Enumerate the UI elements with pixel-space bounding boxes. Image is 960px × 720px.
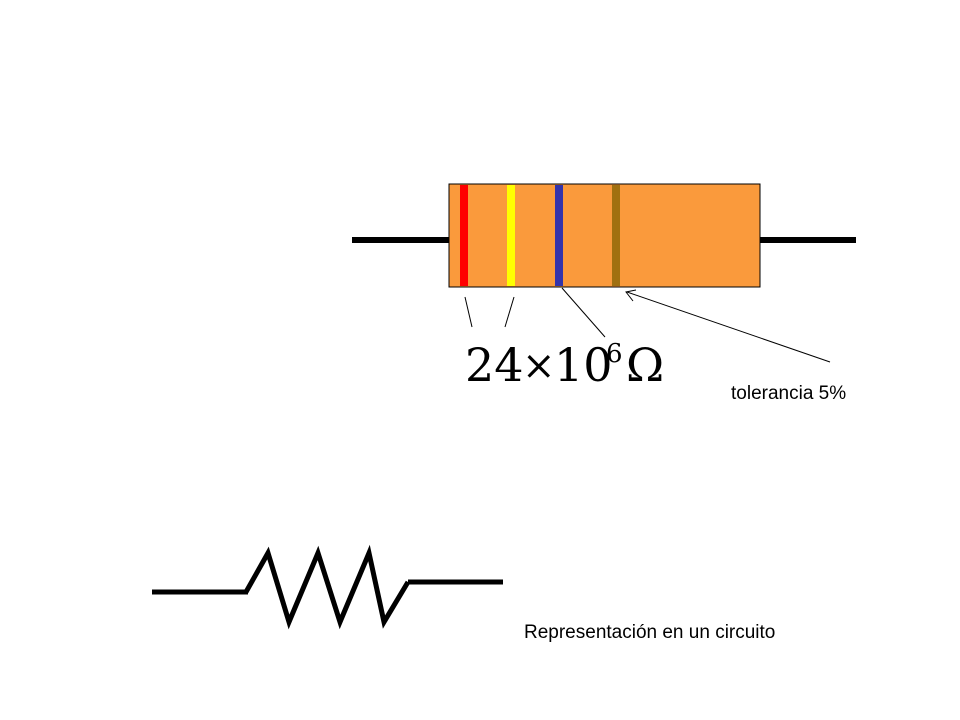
value-times: × [522, 343, 556, 389]
band-3-blue [555, 185, 563, 286]
band-4-gold [612, 185, 620, 286]
tolerance-arrow [626, 291, 831, 363]
value-mantissa: 24 [465, 338, 524, 392]
resistor-zigzag-symbol [243, 544, 411, 630]
pointer-band-2 [504, 296, 515, 328]
arrowhead-icon [625, 289, 637, 302]
band-1-red [460, 185, 468, 286]
value-exponent: 6 [606, 339, 623, 369]
value-base: 10 [554, 338, 613, 392]
circuit-label: Representación en un circuito [524, 622, 775, 643]
pointer-band-3 [561, 287, 606, 338]
value-unit: Ω [626, 338, 664, 392]
band-2-yellow [507, 185, 515, 286]
resistor-body [448, 183, 761, 288]
pointer-band-1 [464, 296, 473, 328]
tolerance-label: tolerancia 5% [731, 383, 846, 404]
